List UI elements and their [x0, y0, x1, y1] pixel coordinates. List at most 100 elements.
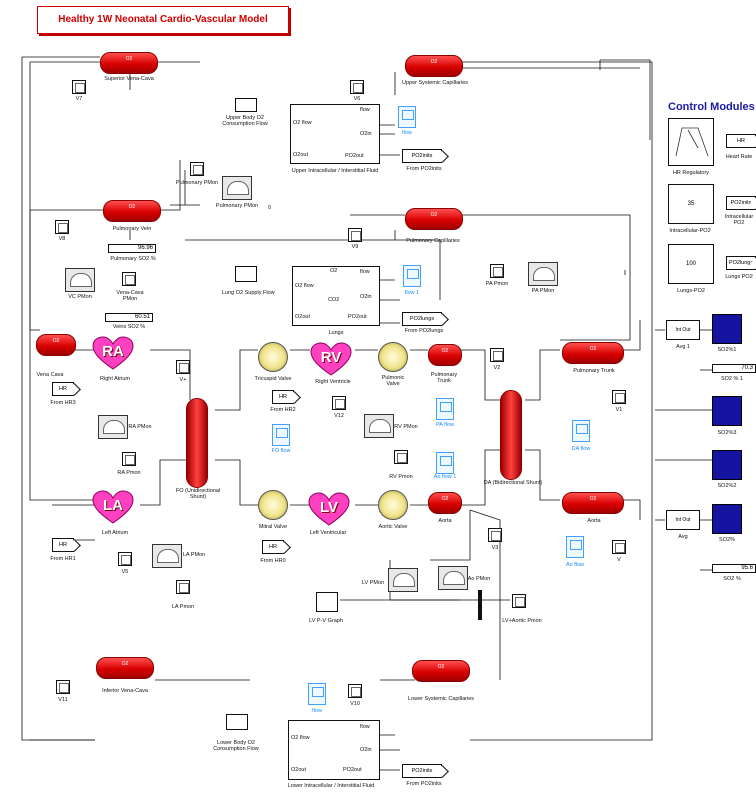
rv-pmon-gauge[interactable]	[364, 414, 394, 438]
aortic-valve[interactable]	[378, 490, 408, 520]
upper-consumption-block[interactable]	[235, 98, 257, 112]
pa-pmon-gauge[interactable]	[528, 262, 558, 286]
right-ventricle-heart[interactable]	[310, 342, 352, 376]
so2-1-display: 70.3	[712, 364, 756, 373]
scope-v1[interactable]	[612, 390, 626, 404]
hr0-tag[interactable]: HR	[262, 540, 284, 554]
upper-systemic-capillaries-block[interactable]: O2	[405, 55, 463, 77]
scope-v-plus[interactable]	[176, 360, 190, 374]
da-flow-scope[interactable]	[572, 420, 590, 442]
tricuspid-label: Tricuspid Valve	[254, 376, 292, 382]
lungs-po2-block[interactable]: 100	[668, 244, 714, 284]
pulmonary-trunk-left[interactable]: O2	[428, 344, 462, 366]
so2-2-block-label: SO2%2	[717, 483, 737, 489]
po2inits-lower-tag[interactable]: PO2inits	[402, 764, 442, 778]
scope-v9[interactable]	[348, 228, 362, 242]
aorta-left[interactable]: O2	[428, 492, 462, 514]
vena-cava-pmon-scope[interactable]	[122, 272, 136, 286]
lungs-block[interactable]	[292, 266, 380, 326]
scope-v12[interactable]	[332, 396, 346, 410]
vessel-port-label: O2	[128, 204, 136, 210]
lower-systemic-capillaries-block[interactable]: O2	[412, 660, 470, 682]
upper-systemic-label: Upper Systemic Capillaries	[401, 80, 469, 86]
scope-v11[interactable]	[56, 680, 70, 694]
intracellular-po2-block[interactable]: 35	[668, 184, 714, 224]
ra-pmon-gauge[interactable]	[98, 415, 128, 439]
heart-rate-tag[interactable]: HR	[726, 134, 756, 148]
hr3-tag[interactable]: HR	[52, 382, 74, 396]
avg1-block[interactable]: Int Out	[666, 320, 700, 340]
pulmonary-pmon-scope[interactable]	[190, 162, 204, 176]
ao-pmon-gauge[interactable]	[438, 566, 468, 590]
scope-v10[interactable]	[348, 684, 362, 698]
lower-consumption-label: Lower Body O2 Consumption Flow	[213, 740, 259, 752]
rv-pmon-scope[interactable]	[394, 450, 408, 464]
vena-cava-block[interactable]: O2	[36, 334, 76, 356]
left-atrium-heart[interactable]	[92, 490, 134, 524]
ao-flow-scope[interactable]	[566, 536, 584, 558]
flow1-scope[interactable]	[403, 265, 421, 287]
scope-v7[interactable]	[72, 80, 86, 94]
scope-v3[interactable]	[488, 528, 502, 542]
avg-block[interactable]: Int Out	[666, 510, 700, 530]
scope-v[interactable]	[612, 540, 626, 554]
flow-scope-lower[interactable]	[308, 683, 326, 705]
upper-fluid-block[interactable]	[290, 104, 380, 164]
pulmonic-valve[interactable]	[378, 342, 408, 372]
veins-so2-label: Veins SO2 %	[112, 324, 146, 330]
po2lungs-goto[interactable]: PO2lungs	[726, 256, 756, 270]
hr3-label: From HR3	[50, 400, 76, 406]
po2inits-upper-tag[interactable]: PO2inits	[402, 149, 442, 163]
lv-aortic-pmon-scope[interactable]	[512, 594, 526, 608]
da-shunt[interactable]	[500, 390, 522, 480]
lower-consumption-block[interactable]	[226, 714, 248, 730]
pa-pmon-scope[interactable]	[490, 264, 504, 278]
superior-vena-cava-label: Superior Vena-Cava	[104, 76, 154, 82]
ra-pmon-scope[interactable]	[122, 452, 136, 466]
scope-v8[interactable]	[55, 220, 69, 234]
aorta-right[interactable]: O2	[562, 492, 624, 514]
scope-v9-label: V9	[351, 244, 359, 250]
lv-pv-graph-block[interactable]	[316, 592, 338, 612]
lower-fluid-label: Lower Intracellular / Interstitial Fluid	[287, 783, 375, 789]
inferior-vena-cava-block[interactable]: O2	[96, 657, 154, 679]
la-pmon-scope[interactable]	[176, 580, 190, 594]
fo-flow-scope[interactable]	[272, 424, 290, 446]
hr1-tag[interactable]: HR	[52, 538, 74, 552]
scope-v5[interactable]	[118, 552, 132, 566]
right-atrium-label: Right Atrium	[100, 376, 130, 382]
lungs-flow-port: flow	[360, 269, 370, 275]
la-pmon-gauge[interactable]	[152, 544, 182, 568]
fo-shunt[interactable]	[186, 398, 208, 488]
lower-fluid-block[interactable]	[288, 720, 380, 780]
pa-flow-scope[interactable]	[436, 398, 454, 420]
po2lungs-tag[interactable]: PO2lungs	[402, 312, 442, 326]
la-pmon-scope-label: LA Pmon	[171, 604, 195, 610]
mitral-valve[interactable]	[258, 490, 288, 520]
right-ventricle-label: Right Ventricle	[315, 379, 351, 385]
left-ventricle-heart[interactable]	[308, 492, 350, 526]
flow-scope-upper[interactable]	[398, 106, 416, 128]
superior-vena-cava-block[interactable]: O2	[100, 52, 158, 74]
ra-letters: RA	[102, 343, 124, 360]
pulmonary-vein-block[interactable]: O2	[103, 200, 161, 222]
mux-bar	[478, 590, 482, 620]
lv-pmon-gauge[interactable]	[388, 568, 418, 592]
hr-regulatory-block[interactable]	[668, 118, 714, 166]
vc-pmon-gauge[interactable]	[65, 268, 95, 292]
right-atrium-heart[interactable]	[92, 336, 134, 370]
pulmonary-pmon-gauge[interactable]	[222, 176, 252, 200]
lung-supply-block[interactable]	[235, 266, 257, 282]
scope-v6[interactable]	[350, 80, 364, 94]
scope-v2[interactable]	[490, 348, 504, 362]
scope-v5-label: V5	[121, 569, 129, 575]
vessel-port-label: O2	[125, 56, 133, 62]
pulmonary-capillaries-block[interactable]: O2	[405, 208, 463, 230]
ao-flow1-scope[interactable]	[436, 452, 454, 474]
heart-rate-label: Heart Rate	[725, 154, 753, 160]
hr2-tag[interactable]: HR	[272, 390, 294, 404]
pulmonary-trunk-right[interactable]: O2	[562, 342, 624, 364]
tricuspid-valve[interactable]	[258, 342, 288, 372]
po2inits-goto[interactable]: PO2inits	[726, 196, 756, 210]
left-ventricle-heart-text: LV	[308, 490, 350, 524]
